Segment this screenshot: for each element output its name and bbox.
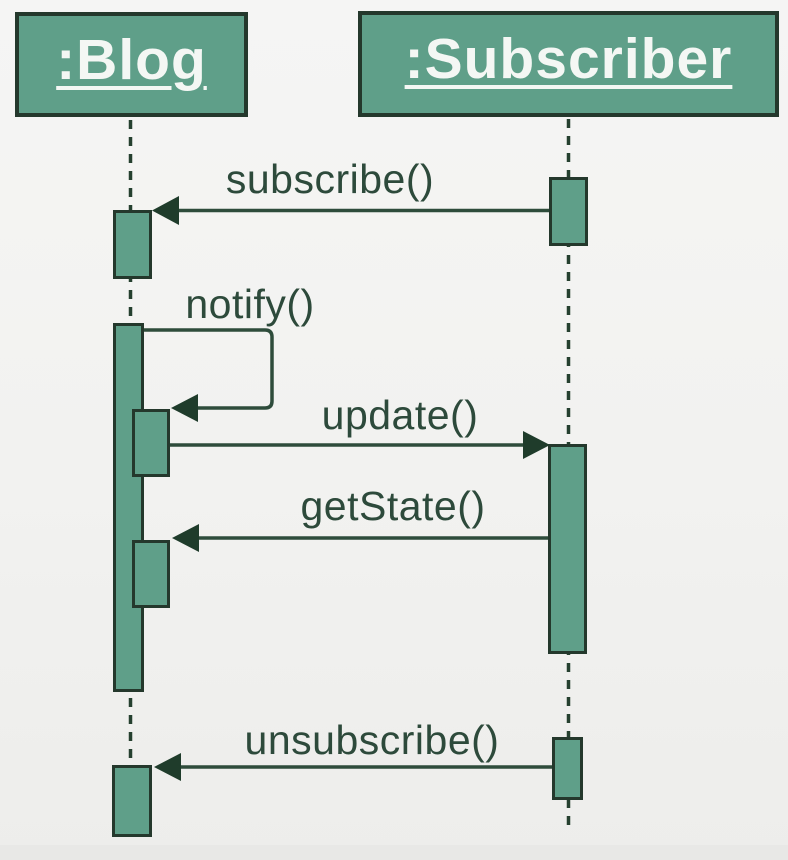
activation-subscriber-subscribe — [549, 177, 588, 246]
arrowhead-getstate — [172, 524, 199, 552]
message-label-unsubscribe: unsubscribe() — [244, 717, 500, 763]
activation-blog-getstate — [132, 540, 170, 608]
arrowhead-unsubscribe — [154, 753, 181, 781]
activation-blog-notify — [132, 409, 170, 477]
actor-name-blog: :Blog — [56, 27, 207, 92]
activation-subscriber-unsubscribe — [552, 737, 583, 800]
actor-box-subscriber: :Subscriber — [358, 11, 779, 117]
activation-blog-subscribe — [113, 210, 152, 279]
actor-name-subscriber: :Subscriber — [404, 27, 733, 91]
arrowhead-notify — [171, 394, 198, 422]
message-label-notify: notify() — [185, 281, 315, 327]
arrowhead-update — [523, 431, 550, 459]
activation-subscriber-update — [548, 444, 587, 654]
activation-blog-main — [113, 323, 144, 692]
message-label-getstate: getState() — [300, 483, 486, 529]
bottom-band — [0, 845, 788, 860]
actor-box-blog: :Blog — [15, 12, 248, 117]
arrowhead-subscribe — [152, 196, 179, 225]
message-label-subscribe: subscribe() — [225, 156, 435, 202]
activation-blog-unsubscribe — [112, 765, 152, 837]
message-label-update: update() — [321, 392, 479, 438]
